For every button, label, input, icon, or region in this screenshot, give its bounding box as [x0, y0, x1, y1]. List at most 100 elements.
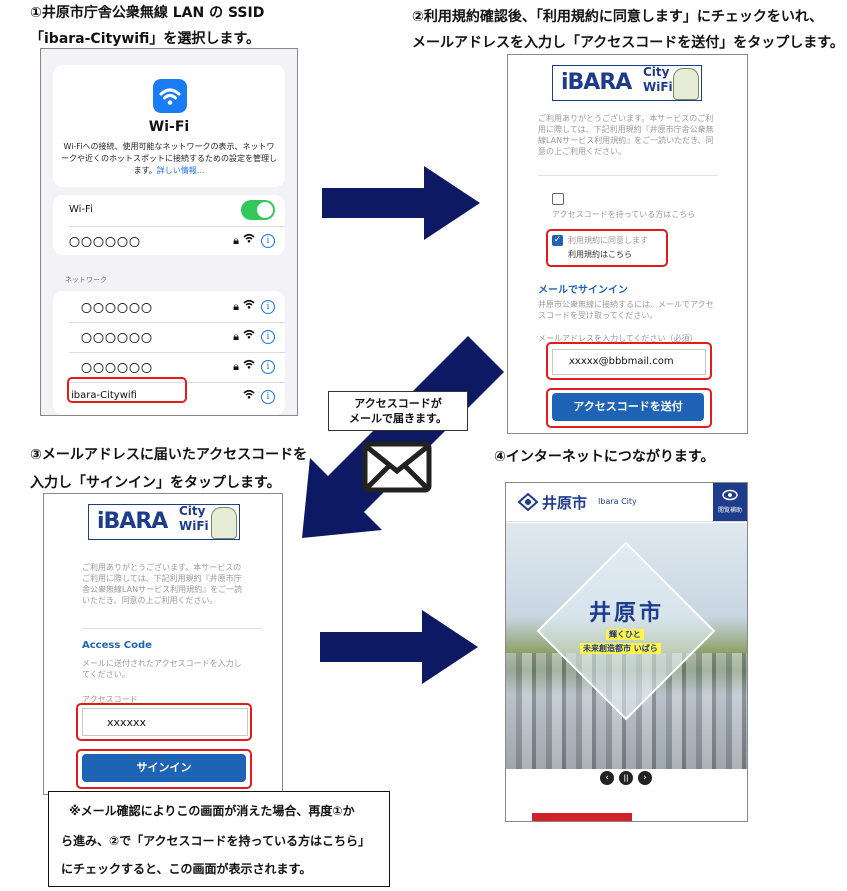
- network-name: 〇〇〇〇〇〇: [81, 302, 153, 315]
- footnote-line1: ※メール確認によりこの画面が消えた場合、再度①か: [69, 804, 355, 818]
- email-value: xxxxx@bbbmail.com: [569, 356, 674, 367]
- step1-caption-line2: 「ibara-Citywifi」を選択します。: [30, 31, 261, 47]
- network-name: 〇〇〇〇〇〇: [81, 362, 153, 375]
- signin-button[interactable]: サインイン: [82, 754, 246, 782]
- highlight-signin-button: [76, 749, 252, 789]
- send-code-button[interactable]: アクセスコードを送付: [552, 393, 704, 421]
- mascot-icon: [673, 68, 699, 100]
- connected-network-row[interactable]: 〇〇〇〇〇〇 🔒︎ i: [53, 227, 285, 255]
- lock-icon: 🔒︎: [233, 234, 239, 247]
- network-row[interactable]: 〇〇〇〇〇〇 🔒︎ i: [53, 353, 285, 381]
- target-network-row[interactable]: ibara-Citywifi i: [53, 383, 285, 411]
- wifi-app-icon: [153, 79, 187, 113]
- email-field-label: メールアドレスを入力してください（必須）: [538, 334, 698, 343]
- have-code-checkbox[interactable]: [552, 193, 564, 205]
- wifi-toggle-card: Wi-Fi 〇〇〇〇〇〇 🔒︎ i: [53, 195, 285, 255]
- reading-assist-button[interactable]: 閲覧補助: [713, 483, 747, 521]
- city-emblem-icon: [518, 493, 538, 511]
- logo-wifi: WiFi: [179, 519, 209, 533]
- agree-checkbox[interactable]: ✓: [552, 235, 563, 246]
- target-network-name: ibara-Citywifi: [71, 390, 137, 401]
- signin-intro: ご利用ありがとうございます。本サービスのご利用に際しては、下記利用規約『井原市庁…: [82, 563, 243, 605]
- logo-city: City: [643, 65, 670, 79]
- info-icon[interactable]: i: [261, 360, 275, 374]
- step4-caption: ④インターネットにつながります。: [494, 449, 715, 465]
- highlight-access-code: [76, 703, 252, 741]
- access-code-heading: Access Code: [82, 640, 152, 651]
- city-header: 井原市 Ibara City 閲覧補助: [506, 483, 747, 522]
- hero-tagline2: 未来創造都市 いばら: [580, 643, 661, 654]
- footnote-line3: にチェックすると、この画面が表示されます。: [61, 862, 312, 876]
- next-slide-button[interactable]: ›: [638, 771, 652, 785]
- lock-icon: 🔒︎: [233, 300, 239, 313]
- email-signin-desc: 井原市公衆無線に接続するには、メールでアクセスコードを受け取ってください。: [538, 300, 714, 320]
- step3-caption-line2: 入力し「サインイン」をタップします。: [30, 475, 281, 491]
- right-arrow-icon: [322, 166, 480, 240]
- wifi-toggle-label: Wi-Fi: [69, 204, 93, 215]
- envelope-icon: [362, 441, 432, 493]
- highlight-agree: [546, 229, 668, 267]
- ibara-wifi-logo: iBARA City WiFi: [552, 65, 702, 101]
- step3-caption-line1: ③メールアドレスに届いたアクセスコードを: [30, 447, 308, 463]
- right-arrow-icon: [320, 610, 478, 684]
- terms-link[interactable]: 利用規約はこちら: [568, 250, 632, 259]
- wifi-signal-icon: [243, 359, 255, 372]
- wifi-title: Wi-Fi: [148, 119, 190, 135]
- footnote-box: ※メール確認によりこの画面が消えた場合、再度①か ら進み、②で「アクセスコードを…: [48, 791, 390, 887]
- portal-email-screen: iBARA City WiFi ご利用ありがとうございます。本サービスのご利用に…: [507, 54, 748, 434]
- city-logo-en: Ibara City: [598, 497, 637, 506]
- signin-screen: iBARA City WiFi ご利用ありがとうございます。本サービスのご利用に…: [43, 493, 283, 795]
- network-row[interactable]: 〇〇〇〇〇〇 🔒︎ i: [53, 293, 285, 321]
- networks-section-label: ネットワーク: [65, 276, 107, 284]
- network-name: 〇〇〇〇〇〇: [81, 332, 153, 345]
- wifi-toggle[interactable]: [241, 200, 275, 220]
- pause-slide-button[interactable]: ||: [619, 771, 633, 785]
- mascot-icon: [211, 507, 237, 539]
- wifi-header-card: Wi-Fi Wi-Fiへの接続、使用可能なネットワークの表示、ネットワークや近く…: [53, 65, 285, 187]
- networks-card: 〇〇〇〇〇〇 🔒︎ i 〇〇〇〇〇〇 🔒︎ i 〇〇〇〇〇〇 🔒︎ i ibar…: [53, 291, 285, 415]
- hero-title: 井原市: [588, 601, 664, 626]
- more-info-link[interactable]: 詳しい情報...: [156, 166, 205, 175]
- access-code-input[interactable]: xxxxxx: [82, 708, 248, 736]
- hero-image: 井原市 輝くひと 未来創造都市 いばら: [506, 523, 747, 769]
- prev-slide-button[interactable]: ‹: [600, 771, 614, 785]
- highlight-send-button: [546, 388, 712, 428]
- info-icon[interactable]: i: [261, 234, 275, 248]
- wifi-signal-icon: [243, 329, 255, 342]
- have-code-label: アクセスコードを持っている方はこちら: [552, 210, 696, 219]
- logo-wifi: WiFi: [643, 80, 673, 94]
- ibara-wifi-logo: iBARA City WiFi: [88, 504, 240, 540]
- access-code-value: xxxxxx: [107, 716, 147, 729]
- network-row[interactable]: 〇〇〇〇〇〇 🔒︎ i: [53, 323, 285, 351]
- wifi-signal-icon: [243, 299, 255, 312]
- wifi-icon: [159, 88, 181, 105]
- wifi-toggle-row: Wi-Fi: [53, 197, 285, 225]
- wifi-settings-screen: Wi-Fi Wi-Fiへの接続、使用可能なネットワークの表示、ネットワークや近く…: [40, 48, 298, 416]
- mail-note-box: アクセスコードが メールで届きます。: [328, 391, 468, 431]
- red-banner: [532, 813, 632, 821]
- access-code-label: アクセスコード: [82, 695, 138, 704]
- reading-assist-label: 閲覧補助: [717, 507, 742, 514]
- wifi-signal-icon: [243, 389, 255, 402]
- lock-icon: 🔒︎: [233, 360, 239, 373]
- info-icon[interactable]: i: [261, 330, 275, 344]
- wifi-description: Wi-Fiへの接続、使用可能なネットワークの表示、ネットワークや近くのホットスポ…: [61, 142, 277, 175]
- city-website-screen: 井原市 Ibara City 閲覧補助 井原市 輝くひと 未来創造都市 いばら …: [505, 482, 748, 822]
- eye-icon: [722, 489, 738, 501]
- access-code-desc: メールに送付されたアクセスコードを入力してください。: [82, 659, 242, 679]
- wifi-signal-icon: [243, 233, 255, 246]
- down-left-arrow-icon: [302, 336, 504, 538]
- mail-note-line2: メールで届きます。: [349, 412, 447, 425]
- agree-label: 利用規約に同意します: [568, 236, 648, 245]
- highlight-target-network: [67, 377, 187, 403]
- step2-caption-line2: メールアドレスを入力し「アクセスコードを送付」をタップします。: [412, 35, 844, 51]
- email-input[interactable]: xxxxx@bbbmail.com: [552, 349, 706, 375]
- info-icon[interactable]: i: [261, 300, 275, 314]
- connected-network-name: 〇〇〇〇〇〇: [69, 236, 141, 249]
- step1-caption-line1: ①井原市庁舎公衆無線 LAN の SSID: [30, 5, 265, 21]
- city-logo-text: 井原市: [542, 494, 588, 512]
- logo-main: iBARA: [561, 70, 632, 95]
- info-icon[interactable]: i: [261, 390, 275, 404]
- email-signin-heading: メールでサインイン: [538, 285, 628, 296]
- highlight-email: [546, 342, 712, 380]
